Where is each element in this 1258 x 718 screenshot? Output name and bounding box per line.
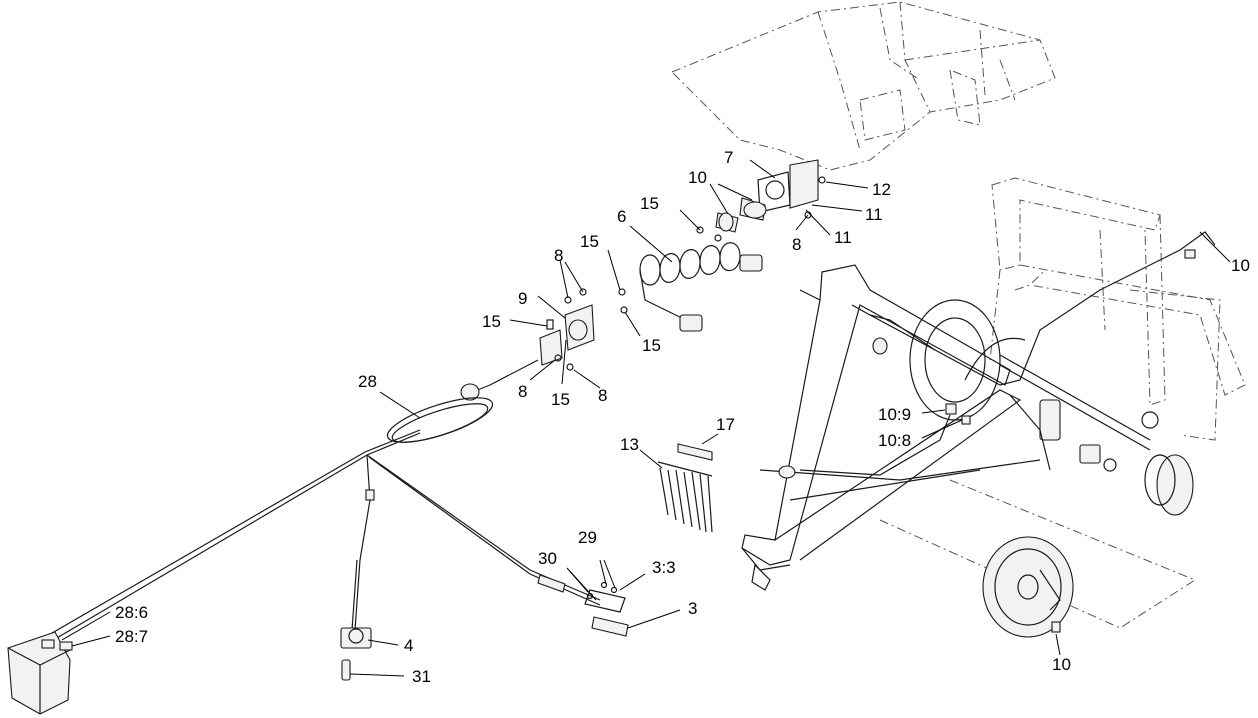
callout-4: 4: [404, 636, 413, 655]
callout-28: 28: [358, 372, 377, 391]
front-plug-bracket: [539, 288, 628, 371]
trailer-frame-phantom: [879, 177, 1246, 629]
callout-29: 29: [578, 528, 597, 547]
callout-11: 11: [834, 228, 852, 247]
callout-9: 9: [518, 289, 527, 308]
callout-10: 10: [1231, 256, 1250, 275]
callout-15: 15: [640, 194, 659, 213]
callout-15: 15: [482, 312, 501, 331]
callout-3: 3: [688, 599, 697, 618]
callout-7: 7: [724, 148, 733, 167]
callout-15: 15: [551, 390, 570, 409]
callout-30: 30: [538, 549, 557, 568]
callout-8: 8: [554, 246, 563, 265]
callout-17: 17: [716, 415, 735, 434]
callout-31: 31: [412, 667, 431, 686]
callout-12: 12: [872, 180, 891, 199]
callout-28-6: 28:6: [115, 603, 148, 622]
coiled-cable: [639, 242, 763, 332]
callout-10-9: 10:9: [878, 405, 911, 424]
tractor-body-phantom: [671, 1, 1056, 171]
sensor-assembly: [340, 559, 372, 681]
callout-11: 11: [865, 205, 883, 224]
callout-10-8: 10:8: [878, 431, 911, 450]
battery-box: [7, 631, 73, 715]
callout-8: 8: [792, 235, 801, 254]
callout-labels: 7 10 12 15 11 6 11 8 15 8 9 15 15 28 8 1…: [115, 148, 1250, 686]
switch-assembly: [537, 574, 629, 637]
callout-10: 10: [688, 168, 707, 187]
axle-assembly: [909, 299, 1194, 638]
callout-6: 6: [617, 207, 626, 226]
callout-8: 8: [518, 382, 527, 401]
leader-lines: [61, 159, 1231, 677]
cable-ties: [657, 443, 713, 533]
callout-15: 15: [580, 232, 599, 251]
callout-15: 15: [642, 336, 661, 355]
trailer-wiring-harness: [778, 231, 1216, 633]
callout-3-3: 3:3: [652, 558, 676, 577]
callout-10: 10: [1052, 655, 1071, 674]
callout-13: 13: [620, 435, 639, 454]
callout-28-7: 28:7: [115, 627, 148, 646]
plug-bracket-assembly: [696, 159, 826, 242]
callout-8: 8: [598, 386, 607, 405]
main-harness: [39, 359, 601, 646]
